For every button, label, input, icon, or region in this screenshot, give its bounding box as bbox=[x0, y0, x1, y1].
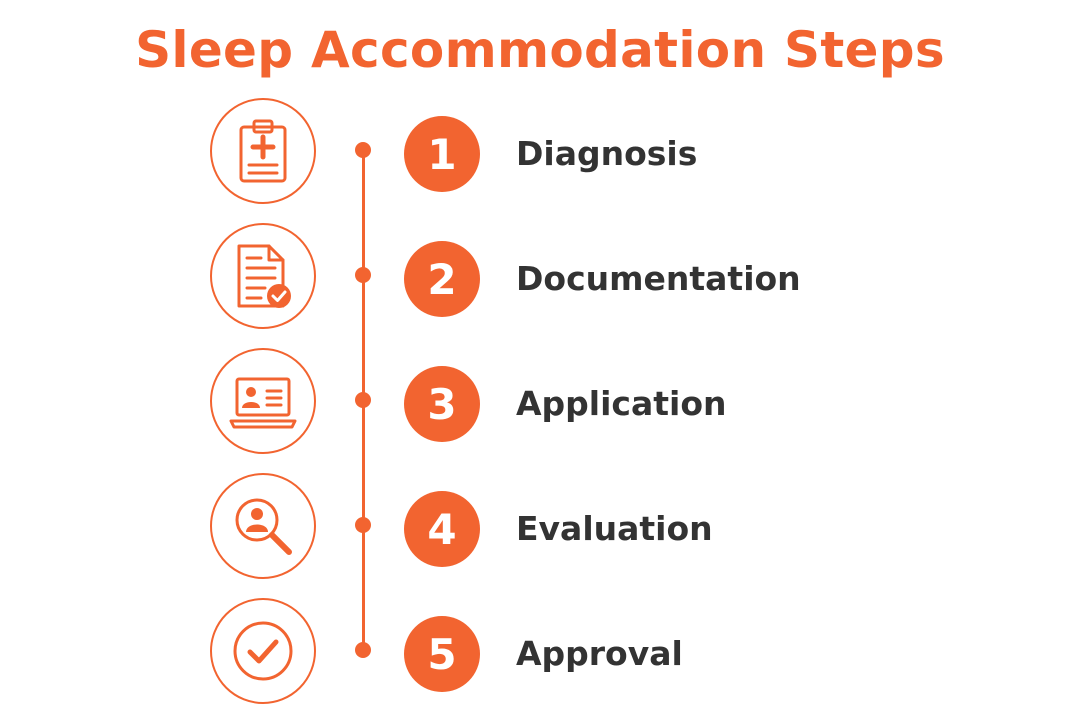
step-label: Approval bbox=[516, 634, 683, 673]
step-number-badge: 3 bbox=[404, 366, 480, 442]
page-title: Sleep Accommodation Steps bbox=[135, 21, 945, 79]
step-icon-frame bbox=[210, 473, 316, 579]
timeline-dot bbox=[355, 392, 371, 408]
checkmark-icon bbox=[233, 621, 293, 681]
step-number-badge: 2 bbox=[404, 241, 480, 317]
step-icon-frame bbox=[210, 598, 316, 704]
step-label: Evaluation bbox=[516, 509, 713, 548]
step-label: Application bbox=[516, 384, 727, 423]
step-number-badge: 1 bbox=[404, 116, 480, 192]
laptop-profile-icon bbox=[229, 377, 297, 429]
medical-clipboard-icon bbox=[239, 119, 287, 183]
step-icon-frame bbox=[210, 223, 316, 329]
timeline-dot bbox=[355, 267, 371, 283]
step-number-badge: 4 bbox=[404, 491, 480, 567]
step-label: Documentation bbox=[516, 259, 801, 298]
step-icon-frame bbox=[210, 348, 316, 454]
document-check-icon bbox=[237, 244, 291, 308]
timeline-dot bbox=[355, 517, 371, 533]
step-label: Diagnosis bbox=[516, 134, 698, 173]
step-icon-frame bbox=[210, 98, 316, 204]
timeline-dot bbox=[355, 642, 371, 658]
timeline-dot bbox=[355, 142, 371, 158]
step-number-badge: 5 bbox=[404, 616, 480, 692]
magnifier-person-icon bbox=[235, 498, 292, 555]
